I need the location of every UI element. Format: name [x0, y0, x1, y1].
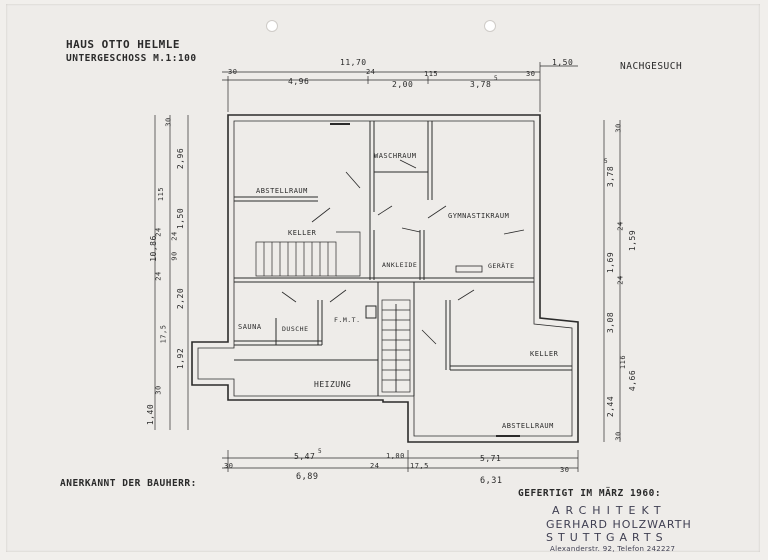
stair-main	[381, 299, 411, 393]
stamp-architekt: ARCHITEKT	[552, 504, 667, 517]
dim-bottom-6: 30	[560, 466, 570, 474]
dim-left-4: 24	[154, 227, 163, 237]
dim-right-6: 3,08	[606, 311, 616, 334]
room-keller-left: KELLER	[288, 229, 317, 237]
dim-right-3: 1,59	[628, 229, 638, 252]
dim-bottom-1-sup: 5	[318, 448, 323, 455]
dim-left-2: 115	[157, 186, 166, 202]
dim-right-1-sup: 5	[604, 158, 609, 165]
dim-left-5: 24	[170, 231, 179, 241]
dim-top-6: 30	[526, 70, 536, 78]
dim-left-0: 30	[164, 117, 173, 127]
geraete-rack	[455, 265, 483, 273]
dim-bottom-total-right: 6,31	[480, 476, 503, 486]
room-gymnastikraum: GYMNASTIKRAUM	[448, 212, 510, 220]
dim-left-9: 17,5	[159, 324, 168, 344]
room-ankleide: ANKLEIDE	[382, 261, 418, 269]
drawing-title: HAUS OTTO HELMLE	[66, 38, 180, 51]
dim-right-2: 24	[616, 221, 625, 231]
punch-hole-right	[484, 20, 496, 32]
dim-bottom-3: 1,00	[386, 452, 405, 460]
stamp-address: Alexanderstr. 92, Telefon 242227	[550, 545, 676, 553]
dim-left-8: 2,20	[176, 287, 186, 310]
room-keller-right: KELLER	[530, 350, 559, 358]
dim-top-0: 30	[228, 68, 238, 76]
dim-bottom-2: 24	[370, 462, 380, 470]
approval-note: ANERKANNT DER BAUHERR:	[60, 478, 197, 489]
dim-right-1: 3,78	[606, 165, 616, 188]
dim-top-total: 11,70	[340, 58, 367, 67]
dim-bottom-0: 30	[224, 462, 234, 470]
outer-wall	[191, 114, 579, 443]
dim-left-12: 1,40	[146, 403, 156, 426]
dim-right-0: 30	[614, 123, 623, 133]
room-fmt: F.M.T.	[334, 316, 361, 324]
dim-right-7: 116	[619, 354, 628, 370]
dim-left-11: 30	[154, 385, 163, 395]
dim-bottom-5: 5,71	[480, 454, 502, 463]
dim-bottom-4: 17,5	[410, 462, 429, 470]
room-heizung: HEIZUNG	[314, 380, 352, 389]
dim-left-7: 24	[154, 271, 163, 281]
dim-top-5: 3,78	[470, 80, 492, 89]
dim-top-1: 4,96	[288, 77, 310, 86]
chimney	[365, 305, 377, 319]
dim-top-3: 2,00	[392, 80, 414, 89]
dim-right-10: 30	[614, 431, 623, 441]
room-abstellraum-bottom: ABSTELLRAUM	[502, 422, 554, 430]
dim-top-4: 115	[424, 70, 439, 78]
dim-top-5-sup: 5	[494, 75, 499, 82]
stair-left	[255, 231, 361, 277]
dimension-lines	[154, 62, 621, 472]
dim-left-10: 1,92	[176, 347, 186, 370]
dim-right-9: 2,44	[606, 395, 616, 418]
dim-right-8: 4,66	[628, 369, 638, 392]
dim-right-5: 24	[616, 275, 625, 285]
door-swings	[281, 159, 525, 345]
revision-note: NACHGESUCH	[620, 61, 683, 72]
dim-left-total: 10,86	[148, 235, 158, 262]
dim-bottom-1: 5,47	[294, 452, 316, 461]
room-geraete: GERÄTE	[488, 262, 515, 270]
drawing-subtitle: UNTERGESCHOSS M.1:100	[66, 53, 197, 64]
room-waschraum: WASCHRAUM	[374, 152, 417, 160]
dim-left-6: 90	[170, 251, 179, 261]
dim-top-right-ext: 1,50	[552, 58, 574, 67]
room-dusche: DUSCHE	[282, 325, 309, 333]
date-note: GEFERTIGT IM MÄRZ 1960:	[518, 488, 662, 499]
punch-hole-left	[266, 20, 278, 32]
dim-left-1: 2,96	[176, 147, 186, 170]
room-abstellraum-top: ABSTELLRAUM	[256, 187, 308, 195]
dim-right-4: 1,69	[606, 251, 616, 274]
dim-top-2: 24	[366, 68, 376, 76]
stamp-name: GERHARD HOLZWARTH	[546, 518, 692, 531]
dim-left-3: 1,50	[176, 207, 186, 230]
room-sauna: SAUNA	[238, 323, 262, 331]
dim-bottom-total-left: 6,89	[296, 472, 319, 482]
stamp-city: STUTTGARTS	[546, 531, 668, 544]
